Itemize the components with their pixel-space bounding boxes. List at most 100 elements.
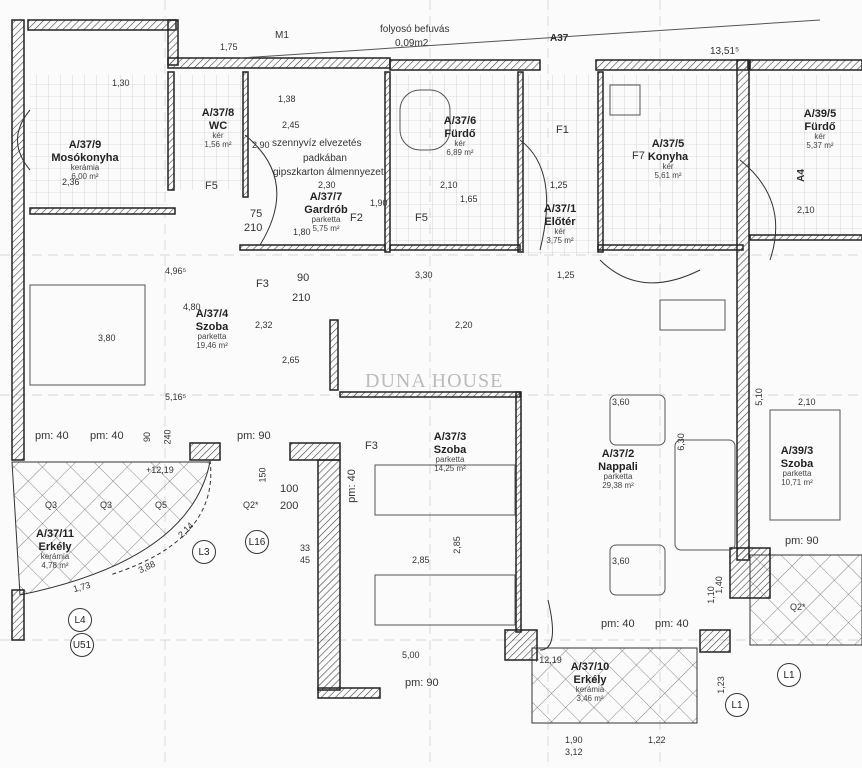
ceiling-note: gipszkarton álmennyezet [273, 167, 384, 178]
dimension: F5 [415, 212, 428, 224]
dimension: 1,40 [713, 576, 724, 594]
dimension: pm: 40 [345, 469, 358, 503]
dimension: 100 [280, 483, 299, 495]
dimension: 1,23 [715, 676, 726, 694]
dimension: F7 [632, 150, 645, 162]
dimension: 90 [297, 272, 310, 284]
detail-tag: L3 [192, 540, 216, 564]
dimension: 2,10 [797, 205, 815, 215]
dimension: 3,60 [612, 397, 630, 407]
dimension: 210 [292, 292, 311, 304]
dimension: 1,90 [565, 735, 583, 745]
dimension: pm: 40 [655, 618, 689, 630]
dimension: 2,10 [798, 397, 816, 407]
axis-mark: A4 [795, 169, 807, 182]
total-width: 13,51⁵ [710, 46, 740, 57]
section-line [239, 19, 821, 59]
dimension: +12,19 [146, 465, 174, 475]
dimension: pm: 90 [785, 535, 819, 547]
dimension: 5,10 [753, 388, 764, 406]
detail-tag: L4 [68, 608, 92, 632]
detail-tag: L16 [245, 530, 269, 554]
door-swings [17, 109, 777, 651]
dimension: 2,30 [318, 180, 336, 190]
door-mark: M1 [275, 30, 289, 41]
dimension: F5 [205, 180, 218, 192]
dimension: Q3 [45, 500, 58, 510]
dimension: pm: 40 [601, 618, 635, 630]
dimension: 2,85 [412, 555, 430, 565]
dimension: Q2* [790, 602, 806, 612]
sewage-note-2: padkában [303, 153, 347, 164]
dimension: 2,90 [252, 140, 270, 150]
dimension: 2,10 [440, 180, 458, 190]
corridor-area: 0,09m2 [395, 38, 429, 49]
dimension: 4,80 [183, 302, 201, 312]
dimension: pm: 40 [35, 430, 69, 442]
dimension: 200 [280, 500, 299, 512]
detail-tag: L1 [777, 663, 801, 687]
dimension: 1,90 [370, 198, 388, 208]
dimension: 3,12 [565, 747, 583, 757]
dimension: F2 [350, 212, 363, 224]
dimension: 2,32 [255, 320, 273, 330]
detail-tag: U51 [70, 633, 94, 657]
dimension: 6,30 [675, 433, 686, 451]
dimension: 2,20 [455, 320, 473, 330]
dimension: 1,30 [112, 78, 130, 88]
dimension: 1,75 [220, 42, 238, 52]
dimension: F1 [556, 124, 569, 136]
detail-tag: L1 [725, 693, 749, 717]
dimension: 4,96⁵ [165, 266, 187, 276]
dimension: 5,00 [402, 650, 420, 660]
dimension: 2,45 [282, 120, 300, 130]
corridor-note: folyosó befuvás [380, 24, 450, 35]
dimension: 5,16⁵ [165, 392, 187, 402]
dimension: Q3 [100, 500, 113, 510]
dimension: pm: 90 [405, 677, 439, 689]
dimension: 1,80 [293, 227, 311, 237]
dimension: 2,85 [451, 536, 462, 554]
dimension: 1,22 [648, 735, 666, 745]
dimension: 1,25 [550, 180, 568, 190]
dimension: F3 [365, 440, 378, 452]
dimension: pm: 40 [90, 430, 124, 442]
dimension: Q5 [155, 500, 168, 510]
dimension: 45 [300, 555, 311, 565]
dimension: 2,65 [282, 355, 300, 365]
dimension: 1,38 [278, 94, 296, 104]
walls [11, 19, 862, 699]
dimension: pm: 90 [237, 430, 271, 442]
dimension: 3,60 [612, 556, 630, 566]
dimension: 240 [162, 429, 173, 445]
tiled-floors [30, 75, 862, 255]
dimension: 3,80 [98, 333, 116, 343]
dimension: 1,25 [557, 270, 575, 280]
dimension: 1,65 [460, 194, 478, 204]
dimension: 90 [142, 431, 153, 443]
dimension: 210 [244, 222, 263, 234]
dimension: Q2* [243, 500, 259, 510]
sewage-note: szennyvíz elvezetés [272, 138, 362, 149]
section-mark: A37 [550, 33, 569, 44]
dimension: 33 [300, 543, 311, 553]
dimension: 150 [257, 467, 268, 483]
watermark: DUNA HOUSE [365, 370, 504, 392]
dimension: 3,30 [415, 270, 433, 280]
dimension: F3 [256, 278, 269, 290]
dimension: 2,36 [62, 177, 80, 187]
